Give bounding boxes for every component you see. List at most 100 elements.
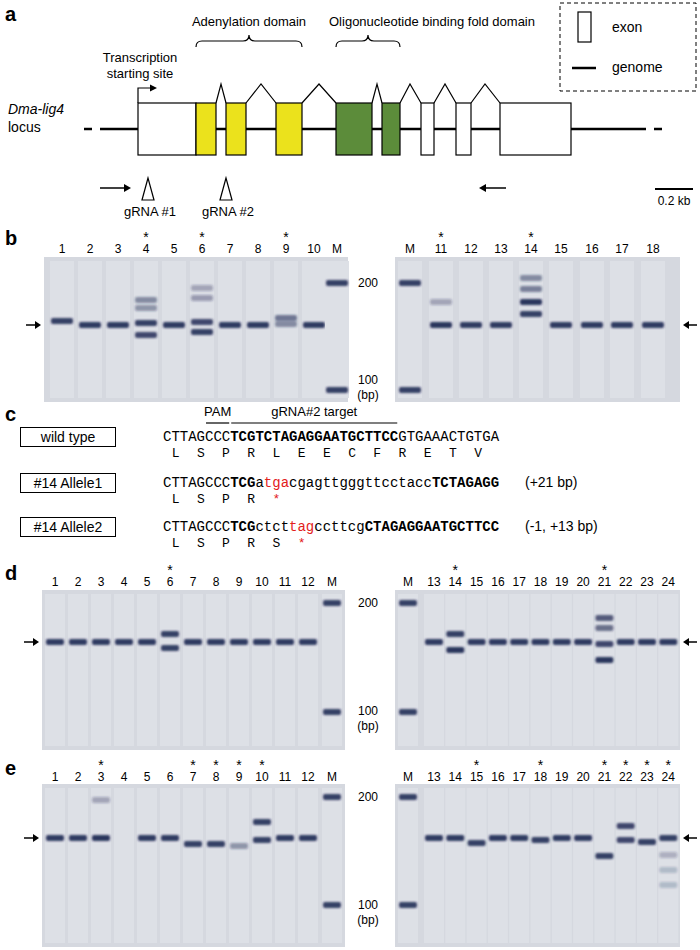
lane-number: 16	[585, 242, 598, 256]
lane-number: 5	[171, 242, 178, 256]
lane-number: 19	[555, 575, 568, 589]
asterisk-mark: *	[528, 229, 533, 246]
gel-band	[184, 841, 202, 847]
lane-number: 15	[470, 575, 483, 589]
lane-number: 20	[576, 575, 589, 589]
exon	[336, 103, 372, 155]
asterisk-mark: *	[236, 757, 241, 774]
sequence-segment: TCG	[230, 475, 255, 491]
gel-band	[490, 322, 512, 328]
lane-number: 17	[513, 575, 526, 589]
asterisk-mark: *	[167, 562, 172, 579]
lane-number: 12	[464, 242, 477, 256]
gel-band	[276, 639, 294, 645]
gel-lane	[398, 261, 422, 398]
gel-lane	[298, 788, 318, 943]
box-text: #14 Allele2	[34, 519, 103, 535]
gel-background	[44, 257, 348, 402]
gel-lane	[160, 594, 180, 746]
amino-acid: *	[298, 536, 306, 552]
sequence-segment: tga	[264, 475, 289, 491]
gel-band	[520, 311, 542, 317]
lane-number: 16	[491, 575, 504, 589]
gel-band	[460, 322, 482, 328]
gel-lane	[580, 261, 604, 398]
sequence-segment: TCGTCTAGAGGAATGCTTCC	[230, 429, 398, 445]
lane-number: 18	[646, 242, 659, 256]
gel-lane	[658, 594, 678, 746]
amino-acid: V	[474, 446, 482, 462]
exon-sample	[578, 12, 591, 42]
gel-band	[399, 600, 417, 606]
exons	[138, 103, 571, 155]
intron	[434, 84, 456, 103]
amino-acid: S	[273, 536, 281, 552]
gel-band	[135, 297, 157, 303]
gel-background	[395, 257, 680, 402]
gel-lane	[459, 261, 483, 398]
gel-lane	[78, 261, 102, 398]
gel-background	[42, 784, 345, 947]
exon	[456, 103, 471, 155]
gel-band	[69, 639, 87, 645]
gel-lane	[229, 594, 249, 746]
gel-band	[510, 835, 528, 841]
size-marker-label: (bp)	[357, 719, 378, 733]
gel-lane	[549, 261, 573, 398]
size-marker-label: 100	[358, 898, 378, 912]
gel-lane	[183, 594, 203, 746]
lane-number: M	[403, 770, 413, 784]
target-overline	[206, 422, 229, 423]
gel-lane	[50, 261, 74, 398]
band-pointer-head	[33, 834, 39, 842]
sequence-segment: TCTAGAGG	[432, 475, 499, 491]
gel-band	[446, 835, 464, 841]
genome-line	[84, 128, 92, 131]
gel-band	[642, 322, 664, 328]
gel-band	[574, 835, 592, 841]
gel-band	[595, 657, 613, 663]
gel-lane	[616, 594, 636, 746]
asterisk-mark: *	[190, 757, 195, 774]
domain-brace	[336, 35, 400, 47]
gel-band	[532, 639, 550, 645]
gel-band	[595, 853, 613, 859]
size-marker-label: 200	[358, 790, 378, 804]
lane-number: 6	[167, 770, 174, 784]
lane-number: 20	[576, 770, 589, 784]
tss-arrowhead	[150, 85, 157, 92]
size-marker-label: 100	[358, 704, 378, 718]
panel-letter: e	[5, 756, 16, 780]
sequence-annotation: PAM	[204, 404, 231, 420]
gel-band	[574, 639, 592, 645]
gel-band	[323, 902, 341, 908]
intron	[400, 84, 421, 103]
gel-band	[638, 839, 656, 845]
sequence-row: CTTAGCCCTCGctcttagccttcgCTAGAGGAATGCTTCC	[163, 518, 499, 536]
gel-band	[184, 639, 202, 645]
sequence-segment: ccttcg	[314, 519, 364, 535]
sequence-label-box: #14 Allele1	[20, 473, 116, 493]
lane-number: 24	[662, 575, 675, 589]
gel-lane	[137, 594, 157, 746]
panel-letter: c	[5, 402, 16, 426]
gel-lane	[134, 261, 158, 398]
gel-band	[92, 797, 110, 803]
gel-band	[46, 835, 64, 841]
gel-band	[595, 641, 613, 647]
gel-lane	[252, 788, 272, 943]
exon	[196, 103, 216, 155]
amino-acid: R	[247, 536, 255, 552]
gel-lane	[531, 788, 551, 943]
asterisk-mark: *	[644, 757, 649, 774]
gel-lane	[610, 261, 634, 398]
tss-arrow	[138, 88, 150, 103]
lane-number: 4	[121, 770, 128, 784]
lane-number: 14	[449, 770, 462, 784]
introns	[216, 84, 500, 103]
gel-band	[425, 639, 443, 645]
amino-acid: E	[424, 446, 432, 462]
band-pointer	[688, 837, 697, 839]
gel-lane	[637, 594, 657, 746]
gel-band	[326, 387, 348, 393]
